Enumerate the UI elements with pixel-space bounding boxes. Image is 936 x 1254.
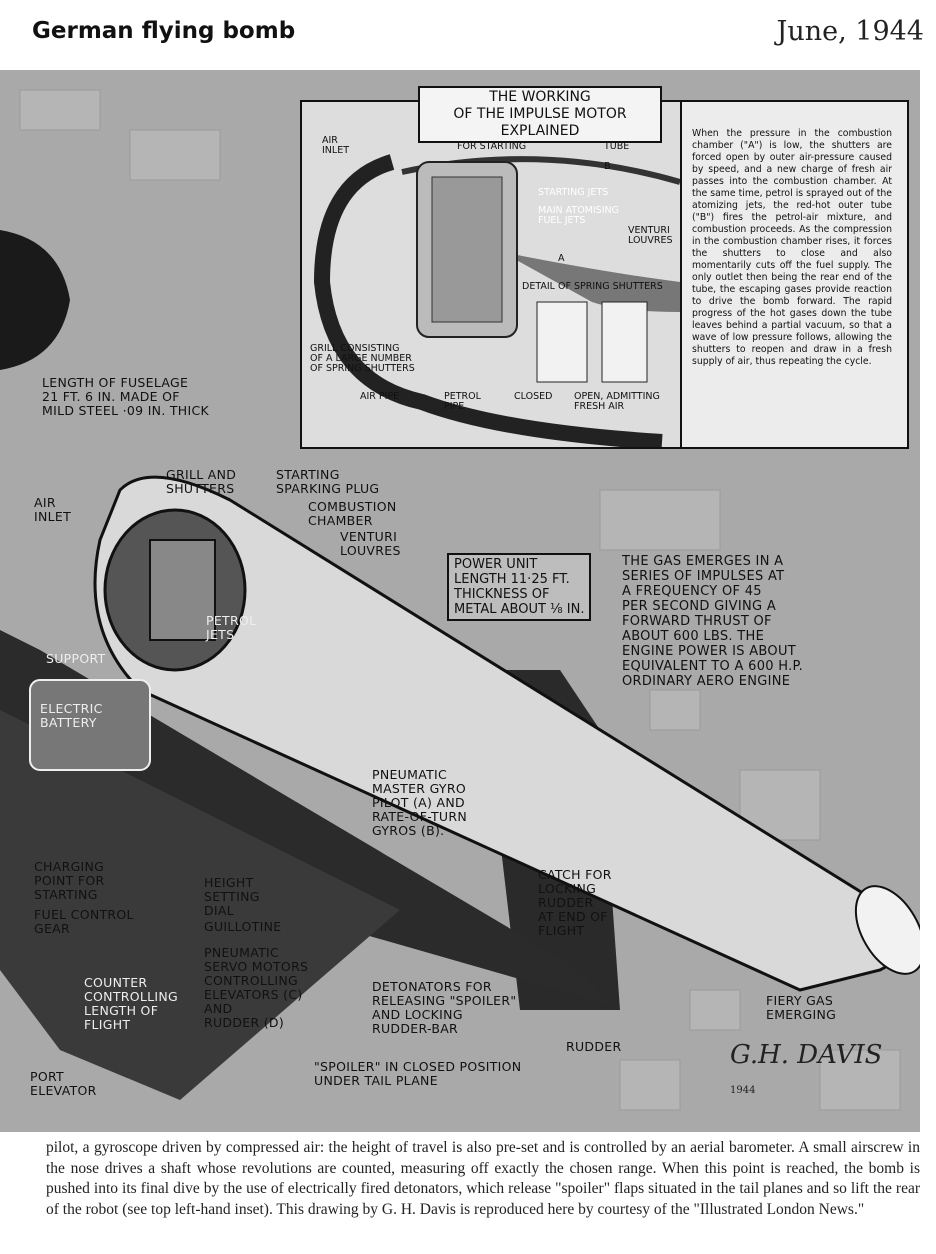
inset-title-line2: OF THE IMPULSE MOTOR EXPLAINED xyxy=(453,106,627,139)
caption-text: pilot, a gyroscope driven by compressed … xyxy=(46,1139,920,1218)
inset-title: THE WORKING OF THE IMPULSE MOTOR EXPLAIN… xyxy=(418,86,662,143)
page-title: German flying bomb xyxy=(32,18,296,44)
label-petrol-pipe: PETROL PIPE xyxy=(444,391,481,412)
label-gyro: PNEUMATIC MASTER GYRO PILOT (A) AND RATE… xyxy=(372,767,467,838)
label-inset-venturi: VENTURI LOUVRES xyxy=(628,225,673,246)
label-b: B xyxy=(604,161,611,172)
bomb-drawing xyxy=(0,89,920,1111)
label-air-pipe: AIR PIPE xyxy=(360,391,400,402)
label-guillotine: GUILLOTINE xyxy=(204,919,282,934)
label-fiery-gas: FIERY GAS EMERGING xyxy=(766,993,837,1022)
label-petrol-jets: PETROL JETS xyxy=(206,613,257,642)
label-counter: COUNTER CONTROLLING LENGTH OF FLIGHT xyxy=(84,975,179,1032)
label-grill-consisting: GRILL CONSISTING OF A LARGE NUMBER OF SP… xyxy=(310,343,415,374)
inset-title-line1: THE WORKING xyxy=(489,89,591,105)
label-air-inlet: AIR INLET xyxy=(34,495,72,524)
label-inset-air-inlet: AIR INLET xyxy=(322,135,350,156)
inset-explanation: When the pressure in the combustion cham… xyxy=(692,128,892,367)
artist-signature: G.H. DAVIS 1944 xyxy=(730,1040,883,1100)
label-a: A xyxy=(558,253,565,264)
label-spoiler: "SPOILER" IN CLOSED POSITION UNDER TAIL … xyxy=(314,1059,522,1088)
label-venturi: VENTURI LOUVRES xyxy=(340,529,401,558)
label-open: OPEN, ADMITTING FRESH AIR xyxy=(574,391,660,412)
label-starting-plug: STARTING SPARKING PLUG xyxy=(276,467,380,496)
inset-diagram: SPARKING PLUG FOR STARTING RED HOT TUBE … xyxy=(302,102,682,447)
label-height-dial: HEIGHT SETTING DIAL xyxy=(204,875,260,918)
label-starting-jets: STARTING JETS xyxy=(538,187,609,198)
label-battery: ELECTRIC BATTERY xyxy=(40,701,103,730)
label-grill-shutters: GRILL AND SHUTTERS xyxy=(166,467,237,496)
label-detail: DETAIL OF SPRING SHUTTERS xyxy=(522,281,663,292)
label-rudder: RUDDER xyxy=(566,1039,622,1054)
label-combustion-chamber: COMBUSTION CHAMBER xyxy=(308,499,397,528)
page-date: June, 1944 xyxy=(776,16,924,47)
label-fuel-control: FUEL CONTROL GEAR xyxy=(34,907,134,936)
label-servo: PNEUMATIC SERVO MOTORS CONTROLLING ELEVA… xyxy=(204,945,309,1030)
label-gas-emerges: THE GAS EMERGES IN A SERIES OF IMPULSES … xyxy=(622,554,804,689)
label-power-unit: POWER UNIT LENGTH 11·25 FT. THICKNESS OF… xyxy=(447,553,592,621)
flying-bomb-illustration: SPARKING PLUG FOR STARTING RED HOT TUBE … xyxy=(0,70,920,1132)
label-support: SUPPORT xyxy=(46,651,106,666)
label-detonators: DETONATORS FOR RELEASING "SPOILER" AND L… xyxy=(372,979,517,1036)
label-main-jets: MAIN ATOMISING FUEL JETS xyxy=(538,205,619,226)
signature-year: 1944 xyxy=(730,1085,756,1096)
label-port-elevator: PORT ELEVATOR xyxy=(30,1069,97,1098)
label-closed: CLOSED xyxy=(514,391,553,402)
label-catch: CATCH FOR LOCKING RUDDER AT END OF FLIGH… xyxy=(538,867,612,938)
impulse-motor-inset: SPARKING PLUG FOR STARTING RED HOT TUBE … xyxy=(300,86,909,449)
label-charging-point: CHARGING POINT FOR STARTING xyxy=(34,859,105,902)
label-fuselage: LENGTH OF FUSELAGE 21 FT. 6 IN. MADE OF … xyxy=(42,375,210,418)
signature-name: G.H. DAVIS xyxy=(730,1040,883,1070)
